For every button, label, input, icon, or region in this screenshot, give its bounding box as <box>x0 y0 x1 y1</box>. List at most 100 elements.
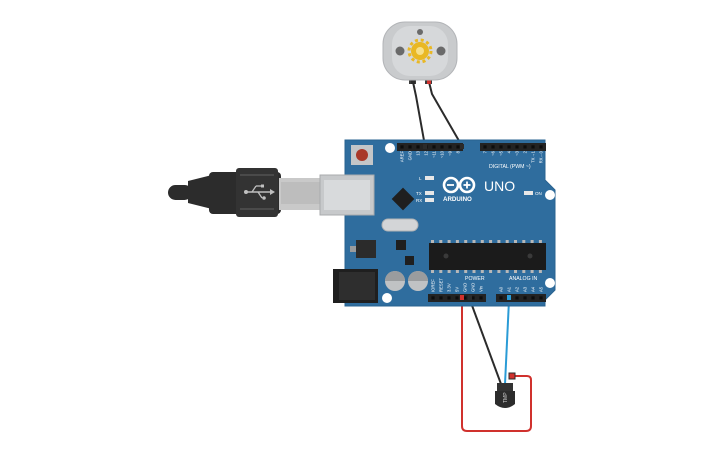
pin-label: 2 <box>523 150 528 153</box>
voltage-regulator <box>350 240 376 258</box>
pin-socket[interactable] <box>539 296 543 300</box>
pin-label: 4 <box>507 150 512 153</box>
pin-socket[interactable] <box>416 145 420 149</box>
pin-label: 7 <box>483 150 488 153</box>
pin-label: RX←0 <box>539 150 544 163</box>
pin-socket[interactable] <box>479 296 483 300</box>
pin-socket[interactable] <box>483 145 487 149</box>
led-l-label: L <box>419 176 422 181</box>
pin-label: Vin <box>479 285 484 292</box>
pin-socket[interactable] <box>515 296 519 300</box>
pin-socket[interactable] <box>400 145 404 149</box>
pin-label: ~3 <box>515 150 520 155</box>
atmega-chip-pins <box>431 240 542 273</box>
pin-label: ~9 <box>448 150 453 155</box>
pin-socket[interactable] <box>408 145 412 149</box>
chip-pin <box>455 240 459 243</box>
pin-socket[interactable] <box>531 145 535 149</box>
capacitor <box>385 271 405 291</box>
wire-terminals <box>423 144 511 300</box>
led-on: ON <box>524 191 542 196</box>
temperature-sensor[interactable]: TMP <box>495 372 516 408</box>
pin-socket[interactable] <box>507 145 511 149</box>
led-rx: RX <box>416 198 434 203</box>
dc-motor[interactable] <box>382 21 458 84</box>
analog-section-label: ANALOG IN <box>509 276 538 282</box>
chip-pin <box>464 270 468 273</box>
digital-section-label: DIGITAL (PWM ~) <box>489 164 531 170</box>
sensor-wire-5v[interactable] <box>461 300 532 432</box>
pin-label: TX→1 <box>531 150 536 163</box>
motor-wire-black[interactable] <box>412 81 426 147</box>
chip-pin <box>514 240 517 243</box>
wires <box>412 81 532 432</box>
usb-cable[interactable] <box>168 168 325 217</box>
chip-pin <box>439 240 443 243</box>
pin-label: A1 <box>507 286 512 292</box>
power-pin-header[interactable] <box>428 294 486 302</box>
chip-pin <box>431 270 434 273</box>
pin-label: ~10 <box>440 150 445 158</box>
chip-pin <box>472 240 476 243</box>
pin-label: A3 <box>523 286 528 292</box>
pin-socket[interactable] <box>440 145 444 149</box>
pin-socket[interactable] <box>531 296 535 300</box>
digital-pin-header[interactable] <box>397 143 546 151</box>
pin-socket[interactable] <box>515 145 519 149</box>
pin-label: 5V <box>455 287 460 292</box>
pin-socket[interactable] <box>499 145 503 149</box>
pin-label: A2 <box>515 286 520 292</box>
atmega-chip <box>429 243 546 270</box>
pin-header-body <box>397 143 463 151</box>
arduino-board[interactable]: L TX RX ON UNO ARDUINO DIGITAL (PWM ~) <box>319 139 556 307</box>
sensor-label: TMP <box>503 392 509 403</box>
chip-pin <box>505 240 509 243</box>
chip-pin <box>489 240 493 243</box>
pin-socket[interactable] <box>455 296 459 300</box>
pin-socket[interactable] <box>456 145 460 149</box>
chip-pin <box>514 270 517 273</box>
pin-socket[interactable] <box>523 296 527 300</box>
chip-pin <box>472 270 476 273</box>
pin-socket[interactable] <box>471 296 475 300</box>
pin-socket[interactable] <box>499 296 503 300</box>
analog-pin-header[interactable] <box>496 294 546 302</box>
arduino-logo-icon <box>442 176 476 194</box>
chip-pin <box>489 270 493 273</box>
pin-socket[interactable] <box>463 296 467 300</box>
reset-button[interactable] <box>351 145 373 165</box>
pin-socket[interactable] <box>432 145 436 149</box>
chip-pin <box>538 270 542 273</box>
pin-label: GND <box>408 151 413 160</box>
pin-socket[interactable] <box>439 296 443 300</box>
pin-label: GND <box>463 283 468 292</box>
smd-component <box>405 256 414 265</box>
chip-pin <box>447 240 451 243</box>
pin-label: ~5 <box>499 150 504 155</box>
board-brand-label: ARDUINO <box>443 196 472 203</box>
chip-pin <box>505 270 509 273</box>
pin-header-body <box>496 294 546 302</box>
led-rx-label: RX <box>416 198 422 203</box>
sensor-wire-gnd[interactable] <box>469 299 502 385</box>
pin-socket[interactable] <box>491 145 495 149</box>
smd-chip <box>396 240 406 250</box>
pin-socket[interactable] <box>448 145 452 149</box>
chip-pin <box>480 240 484 243</box>
pin-socket[interactable] <box>523 145 527 149</box>
motor-wire-red[interactable] <box>428 81 463 147</box>
pin-label: 12 <box>424 150 429 155</box>
mounting-hole <box>385 143 395 153</box>
pin-socket[interactable] <box>447 296 451 300</box>
pin-socket[interactable] <box>539 145 543 149</box>
usb-icon <box>244 184 275 200</box>
chip-pin <box>522 270 526 273</box>
pin-socket[interactable] <box>431 296 435 300</box>
led-tx-label: TX <box>416 191 422 196</box>
motor-screw-top <box>417 29 423 35</box>
sensor-wire-signal[interactable] <box>504 299 510 385</box>
pin-label: GND <box>471 283 476 292</box>
mounting-hole <box>545 190 555 200</box>
